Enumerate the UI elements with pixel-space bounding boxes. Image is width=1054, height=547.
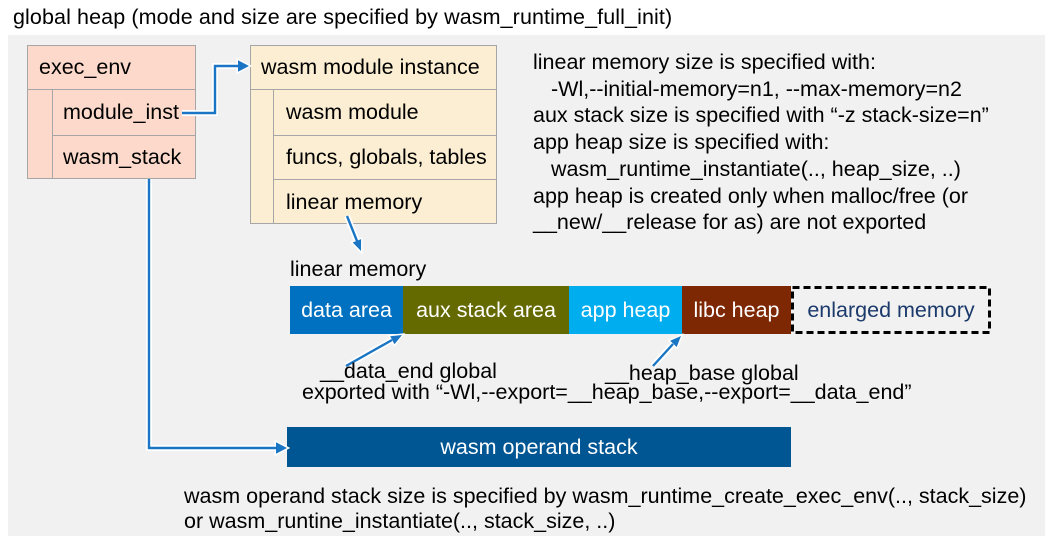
wasm-module-instance-box: wasm module instance wasm module funcs, … [250,45,497,224]
wasm-module-instance-label: wasm module instance [261,55,480,79]
note-line: wasm_runtime_instantiate(.., heap_size, … [551,156,961,181]
aux-stack-area-label: aux stack area [416,297,556,322]
wasm-module-instance-header: wasm module instance [251,46,496,90]
heap-base-global-label: __heap_base global [605,361,799,385]
wasm-stack-label: wasm_stack [63,144,182,169]
module-inst-label: module_inst [63,100,179,124]
libc-heap-label: libc heap [693,297,780,322]
segment-aux-stack-area: aux stack area [403,286,569,334]
linear-memory-bar-label: linear memory [290,257,427,281]
note-line: __new/__release for as) are not exported [533,210,927,235]
instance-row-linear-memory: linear memory [274,180,496,224]
note-line: app heap size is specified with: [533,130,830,155]
instance-row-funcs-globals-tables: funcs, globals, tables [274,136,496,180]
segment-data-area: data area [290,286,403,334]
segment-enlarged-memory: enlarged memory [791,286,991,334]
note-line: or wasm_runtine_instantiate(.., stack_si… [184,508,616,533]
note-line: aux stack size is specified with “-z sta… [533,103,989,128]
page-title: global heap (mode and size are specified… [13,5,673,29]
note-line: wasm operand stack size is specified by … [184,484,1027,508]
segment-app-heap: app heap [569,286,682,334]
data-area-label: data area [301,297,392,322]
app-heap-label: app heap [580,297,671,322]
segment-libc-heap: libc heap [682,286,791,334]
enlarged-memory-label: enlarged memory [807,297,975,322]
wasm-module-instance-indent-strip [251,90,274,224]
funcs-globals-tables-label: funcs, globals, tables [286,145,487,169]
exec-env-box: exec_env module_inst wasm_stack [27,45,196,179]
notes-right: linear memory size is specified with: -W… [533,49,989,236]
wasm-operand-stack-label: wasm operand stack [440,434,638,459]
instance-row-wasm-module: wasm module [274,90,496,136]
exec-env-row-module-inst: module_inst [53,90,195,136]
exec-env-label: exec_env [39,55,132,79]
exec-env-indent-strip [28,90,53,178]
note-line: -Wl,--initial-memory=n1, --max-memory=n2 [551,76,962,101]
exec-env-row-wasm-stack: wasm_stack [53,136,195,178]
note-line: app heap is created only when malloc/fre… [533,183,969,208]
export-flags-label: exported with “-Wl,--export=__heap_base,… [302,380,912,404]
wasm-module-label: wasm module [286,100,419,124]
exec-env-header: exec_env [28,46,195,90]
linear-memory-row-label: linear memory [286,189,423,214]
wasm-operand-stack-box: wasm operand stack [287,427,791,467]
note-line: linear memory size is specified with: [533,50,876,74]
notes-bottom: wasm operand stack size is specified by … [184,484,1026,533]
